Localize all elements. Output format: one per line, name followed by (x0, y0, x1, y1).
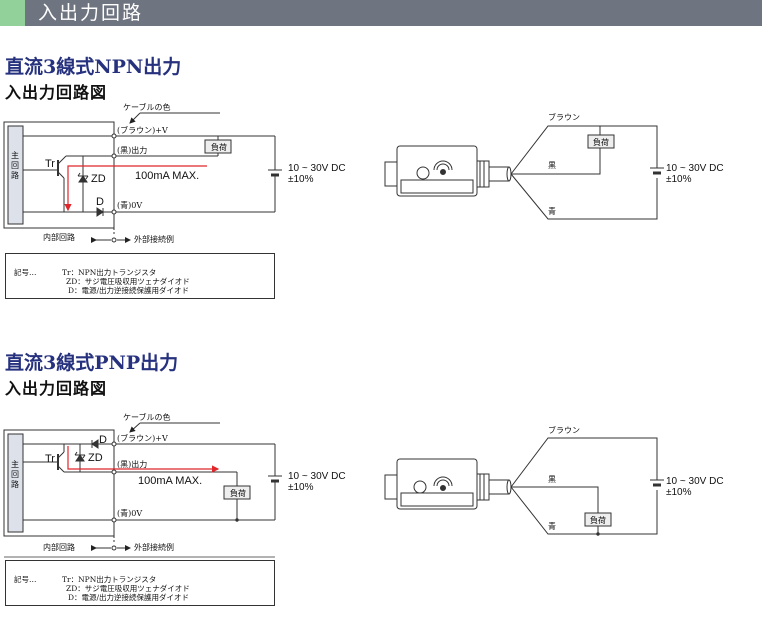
terminal-zero-label: (青)0V (117, 508, 142, 518)
d-label: D (96, 196, 104, 208)
wire-black-label: 黒 (548, 161, 556, 170)
tr-label: Tr (45, 453, 55, 465)
npn-legend: 記号… Tr：NPN出力トランジスタ ZD：サジ電圧吸収用ツェナダイオド D：電… (5, 253, 275, 299)
main-circuit-label-1: 主 (11, 150, 19, 160)
internal-circuit-box (3, 429, 115, 537)
current-label: 100mA MAX. (138, 475, 202, 487)
npn-title: 直流3線式NPN出力 (5, 56, 182, 78)
load-label: 負荷 (230, 488, 246, 498)
pnp-subtitle: 入出力回路図 (5, 379, 108, 398)
main-circuit-label-3: 路 (11, 479, 19, 489)
main-circuit-label-1: 主 (11, 459, 19, 469)
pnp-wiring (384, 437, 664, 536)
pnp-circuit-labels: ケーブルの色 (ブラウン)+V (黒)出力 (青)0V 負荷 内部回路 外部接続… (11, 412, 346, 552)
pnp-title: 直流3線式PNP出力 (5, 352, 179, 374)
wire-brown-label: ブラウン (548, 425, 580, 435)
main-circuit-block (7, 433, 24, 533)
cable-color-label: ケーブルの色 (123, 412, 171, 422)
legend-row-zd: ZD：サジ電圧吸収用ツェナダイオド (66, 277, 190, 286)
diode-icon (91, 439, 99, 449)
terminal-plus-label: (ブラウン)+V (117, 433, 168, 443)
pnp-circuit (3, 422, 282, 558)
legend-row-d: D：電源/出力逆接続保護用ダイオド (68, 286, 190, 295)
current-path (64, 165, 207, 212)
wire-blue-label: 青 (548, 521, 556, 531)
wiring-load-label: 負荷 (590, 515, 606, 525)
legend-row-zd: ZD：サジ電圧吸収用ツェナダイオド (66, 584, 190, 593)
wire-black-label: 黒 (548, 475, 556, 484)
supply-line2: ±10% (288, 174, 314, 185)
npn-wiring-labels: ブラウン 黒 青 負荷 10 ~ 30V DC ±10% (548, 112, 724, 216)
supply-line1: 10 ~ 30V DC (288, 471, 346, 482)
supply-line2: ±10% (288, 482, 314, 493)
internal-label: 内部回路 (43, 232, 75, 242)
supply-line1: 10 ~ 30V DC (288, 163, 346, 174)
internal-label: 内部回路 (43, 542, 75, 552)
diode-icon (96, 207, 104, 217)
load-label: 負荷 (211, 142, 227, 152)
wiring-load-label: 負荷 (593, 137, 609, 147)
terminal-plus-label: (ブラウン)+V (117, 125, 168, 135)
zd-label: ZD (91, 173, 106, 185)
zd-label: ZD (88, 452, 103, 464)
header-title: 入出力回路 (38, 2, 144, 24)
terminal-zero-label: (青)0V (117, 200, 142, 210)
legend-row-d: D：電源/出力逆接続保護用ダイオド (68, 593, 190, 602)
wire-brown-label: ブラウン (548, 112, 580, 122)
wire-blue-label: 青 (548, 206, 556, 216)
legend-label: 記号… (14, 268, 37, 277)
main-circuit-label-2: 回 (11, 470, 19, 479)
npn-circuit (3, 112, 282, 243)
main-circuit-label-3: 路 (11, 170, 19, 180)
tr-label: Tr (45, 158, 55, 170)
external-label: 外部接続例 (134, 542, 174, 552)
internal-circuit-box (3, 121, 115, 229)
wiring-supply-line2: ±10% (666, 487, 692, 498)
cable-color-label: ケーブルの色 (123, 102, 171, 112)
wiring-supply-line2: ±10% (666, 174, 692, 185)
wiring-supply-line1: 10 ~ 30V DC (666, 476, 724, 487)
legend-row-tr: Tr：NPN出力トランジスタ (62, 575, 157, 584)
terminal-out-label: (黒)出力 (117, 459, 147, 469)
pnp-wiring-labels: ブラウン 黒 青 負荷 10 ~ 30V DC ±10% (548, 425, 724, 531)
pnp-legend: 記号… Tr：NPN出力トランジスタ ZD：サジ電圧吸収用ツェナダイオド D：電… (5, 560, 275, 606)
current-path (67, 446, 220, 473)
current-label: 100mA MAX. (135, 170, 199, 182)
header-accent (0, 0, 25, 26)
legend-label: 記号… (14, 575, 37, 584)
npn-circuit-labels: ケーブルの色 (ブラウン)+V (黒)出力 (青)0V 負荷 内部回路 外部接続… (11, 102, 346, 244)
main-circuit-label-2: 回 (11, 161, 19, 170)
npn-wiring (384, 125, 664, 220)
npn-subtitle: 入出力回路図 (5, 83, 108, 102)
main-circuit-block (7, 125, 24, 225)
legend-row-tr: Tr：NPN出力トランジスタ (62, 268, 157, 277)
external-label: 外部接続例 (134, 234, 174, 244)
d-label: D (99, 434, 107, 446)
terminal-out-label: (黒)出力 (117, 145, 147, 155)
section-header: 入出力回路 (0, 0, 762, 26)
wiring-supply-line1: 10 ~ 30V DC (666, 163, 724, 174)
